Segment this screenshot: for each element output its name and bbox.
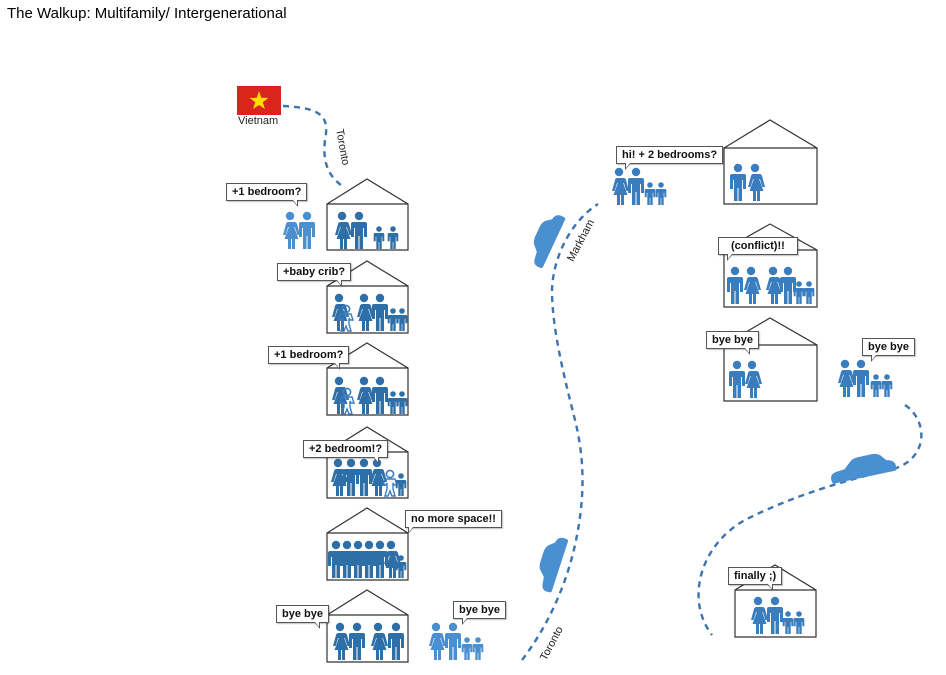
speech-bubble: +1 bedroom? (268, 346, 350, 370)
speech-bubble: bye bye (706, 331, 759, 355)
speech-bubble: +baby crib? (277, 263, 352, 287)
route-vietnam-toronto (282, 104, 346, 189)
place-label-vietnam: Vietnam (238, 115, 279, 127)
speech-bubble: bye bye (276, 605, 329, 629)
car-icon (533, 215, 566, 268)
speech-bubble: (conflict)!! (718, 237, 798, 261)
route-toronto-markham (521, 202, 599, 661)
speech-bubble: bye bye (862, 338, 915, 362)
page-title: The Walkup: Multifamily/ Intergeneration… (7, 5, 287, 22)
car-icon (831, 453, 897, 484)
house-icon (723, 119, 818, 205)
car-icon (539, 537, 569, 593)
person-group (328, 540, 407, 578)
route-paths (282, 104, 923, 661)
speech-bubble: hi! + 2 bedrooms? (616, 146, 724, 170)
vietnam-flag-icon (237, 86, 281, 115)
person-group (838, 359, 893, 397)
person-group (283, 211, 315, 249)
person-group (612, 167, 667, 205)
route-markham-final (697, 403, 923, 636)
speech-bubble: +2 bedroom!? (303, 440, 389, 464)
speech-bubble: bye bye (453, 601, 506, 625)
speech-bubble: finally ;) (728, 567, 783, 591)
speech-bubble: no more space!! (405, 510, 502, 534)
speech-bubble: +1 bedroom? (226, 183, 308, 207)
person-group (429, 622, 484, 660)
